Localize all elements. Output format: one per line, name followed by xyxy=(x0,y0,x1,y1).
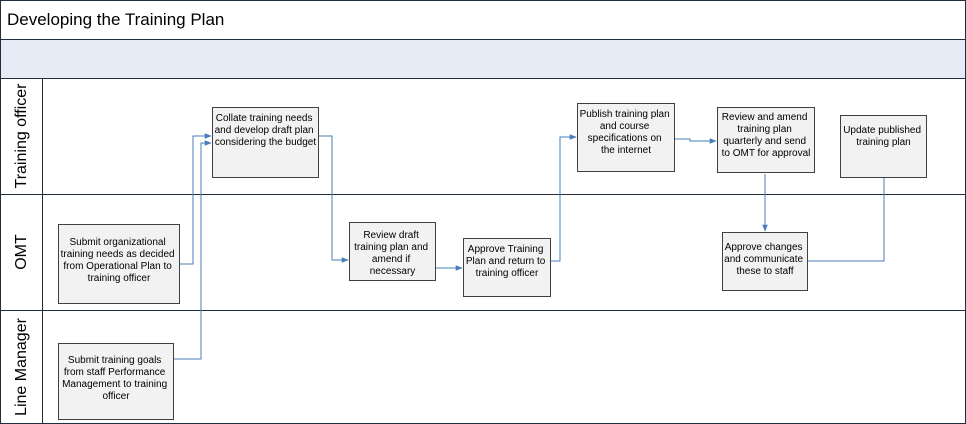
box-submit-org: Submit organizational training needs as … xyxy=(58,224,180,304)
svg-text:Update published train: Update published training plan xyxy=(843,125,924,148)
svg-text:Approve changes and co: Approve changes and communicate these to… xyxy=(724,242,806,277)
header-band xyxy=(0,39,966,79)
lane-label-line-manager: Line Manager xyxy=(13,317,30,416)
diagram-title: Developing the Training Plan xyxy=(7,10,224,29)
box-update-published: Update published training plan xyxy=(840,115,927,178)
connector-collate-to-review-draft xyxy=(319,135,349,263)
process-boxes: Collate training needs and develop draft… xyxy=(58,103,927,420)
lane-training-officer: Training officer xyxy=(0,78,966,195)
box-publish: Publish training plan and course specifi… xyxy=(577,103,675,172)
box-approve-changes: Approve changes and communicate these to… xyxy=(722,232,808,291)
svg-text:Publish training plan: Publish training plan and course specifi… xyxy=(580,109,673,156)
connector-publish-to-review-amend xyxy=(675,138,717,144)
lane-label-training-officer: Training officer xyxy=(13,83,30,189)
title-bar xyxy=(0,0,966,40)
box-review-amend: Review and amend training plan quarterly… xyxy=(717,107,815,173)
connector-submit-org-to-collate xyxy=(180,133,212,265)
svg-text:Submit organizational: Submit organizational training needs as … xyxy=(61,237,178,284)
connector-submit-goals-to-collate xyxy=(174,140,212,360)
lane-label-omt: OMT xyxy=(13,234,30,270)
box-collate: Collate training needs and develop draft… xyxy=(212,107,319,178)
svg-text:Review draft training: Review draft training plan and amend if … xyxy=(354,230,431,277)
svg-text:Approve Training Plan: Approve Training Plan and return to trai… xyxy=(466,244,548,279)
svg-text:Submit training goals: Submit training goals from staff Perform… xyxy=(62,355,170,402)
svg-text:Collate training needs: Collate training needs and develop draft… xyxy=(215,113,317,148)
connector-approve-to-publish xyxy=(551,134,577,262)
box-approve-return: Approve Training Plan and return to trai… xyxy=(463,238,551,297)
box-submit-goals: Submit training goals from staff Perform… xyxy=(58,343,174,420)
connectors xyxy=(174,133,887,360)
connector-approve-changes-to-update xyxy=(808,170,887,262)
svg-text:Review and amend train: Review and amend training plan quarterly… xyxy=(722,112,811,159)
box-review-draft: Review draft training plan and amend if … xyxy=(349,222,436,281)
